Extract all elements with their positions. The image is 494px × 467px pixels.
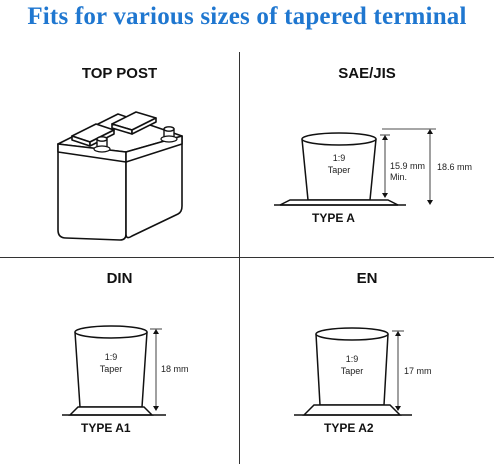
taper-ratio-en: 1:9 bbox=[346, 354, 359, 364]
panel-heading-sae-jis: SAE/JIS bbox=[338, 65, 396, 82]
type-label-sae-jis: TYPE A bbox=[312, 211, 355, 225]
panel-en: EN 1:9 Taper 17 mm TYPE A2 bbox=[240, 258, 494, 467]
terminal-diagram-type-a: 1:9 Taper 15.9 mm Min. 18.6 mm bbox=[274, 128, 472, 206]
panel-heading-din: DIN bbox=[106, 270, 133, 287]
dimension-min-suffix-sae-jis: Min. bbox=[390, 172, 407, 182]
panel-din: DIN 1:9 Taper 18 mm TYPE A1 bbox=[0, 258, 239, 467]
horizontal-divider bbox=[0, 257, 494, 258]
taper-ratio-sae-jis: 1:9 bbox=[333, 153, 346, 163]
type-label-en: TYPE A2 bbox=[324, 421, 374, 435]
terminal-diagram-type-a1: 1:9 Taper 18 mm bbox=[62, 325, 189, 416]
taper-word-en: Taper bbox=[341, 366, 364, 376]
page-title: Fits for various sizes of tapered termin… bbox=[27, 3, 467, 30]
taper-word-din: Taper bbox=[100, 364, 123, 374]
dimension-min-sae-jis: 15.9 mm bbox=[390, 161, 425, 171]
dimension-total-sae-jis: 18.6 mm bbox=[437, 162, 472, 172]
panel-top-post: TOP POST bbox=[0, 52, 239, 257]
taper-word-sae-jis: Taper bbox=[328, 165, 351, 175]
terminal-diagram-type-a2: 1:9 Taper 17 mm bbox=[294, 327, 432, 416]
dimension-en: 17 mm bbox=[404, 366, 432, 376]
battery-illustration bbox=[57, 111, 183, 241]
type-label-din: TYPE A1 bbox=[81, 421, 131, 435]
panel-heading-en: EN bbox=[356, 270, 378, 287]
panel-heading-top-post: TOP POST bbox=[81, 65, 158, 82]
taper-ratio-din: 1:9 bbox=[105, 352, 118, 362]
dimension-din: 18 mm bbox=[161, 364, 189, 374]
panel-sae-jis: SAE/JIS 1:9 Taper 15.9 mm Min. 18.6 mm T… bbox=[240, 52, 494, 257]
vertical-divider bbox=[239, 52, 240, 464]
